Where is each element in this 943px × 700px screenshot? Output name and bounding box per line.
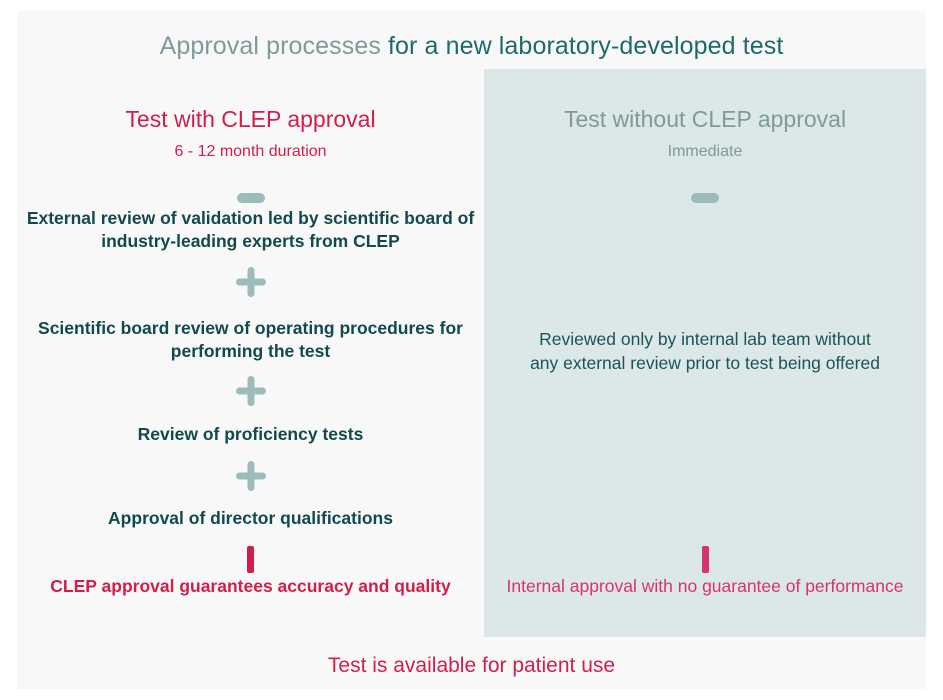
- right-column: Test without CLEP approval Immediate Rev…: [484, 69, 926, 637]
- footer-text: Test is available for patient use: [327, 654, 616, 677]
- right-column-body: Reviewed only by internal lab team witho…: [530, 329, 880, 373]
- plus-icon: [17, 459, 484, 493]
- title-strong-segment: for a new laboratory-developed test: [388, 32, 784, 60]
- left-column-subheading: 6 - 12 month duration: [174, 143, 327, 160]
- left-step-4: Approval of director qualifications: [108, 508, 393, 528]
- left-step-3: Review of proficiency tests: [137, 424, 364, 444]
- left-column: Test with CLEP approval 6 - 12 month dur…: [17, 69, 484, 637]
- bar-icon: [484, 542, 926, 576]
- left-step-2: Scientific board review of operating pro…: [38, 318, 463, 361]
- right-column-header: Test without CLEP approval Immediate: [484, 104, 926, 163]
- right-column-heading: Test without CLEP approval: [563, 106, 847, 132]
- page-title: Approval processes for a new laboratory-…: [17, 32, 926, 61]
- left-outcome: CLEP approval guarantees accuracy and qu…: [50, 576, 451, 596]
- right-outcome: Internal approval with no guarantee of p…: [506, 576, 904, 596]
- left-step-1: External review of validation led by sci…: [26, 208, 475, 251]
- title-muted-segment: Approval processes: [159, 32, 381, 60]
- dash-icon: [484, 181, 926, 215]
- plus-icon: [17, 265, 484, 299]
- left-column-heading: Test with CLEP approval: [125, 106, 376, 132]
- plus-icon: [17, 374, 484, 408]
- infographic-canvas: Approval processes for a new laboratory-…: [17, 11, 926, 689]
- right-column-subheading: Immediate: [667, 143, 743, 160]
- bar-icon: [17, 542, 484, 576]
- left-column-header: Test with CLEP approval 6 - 12 month dur…: [17, 104, 484, 163]
- right-column-panel: [484, 69, 926, 637]
